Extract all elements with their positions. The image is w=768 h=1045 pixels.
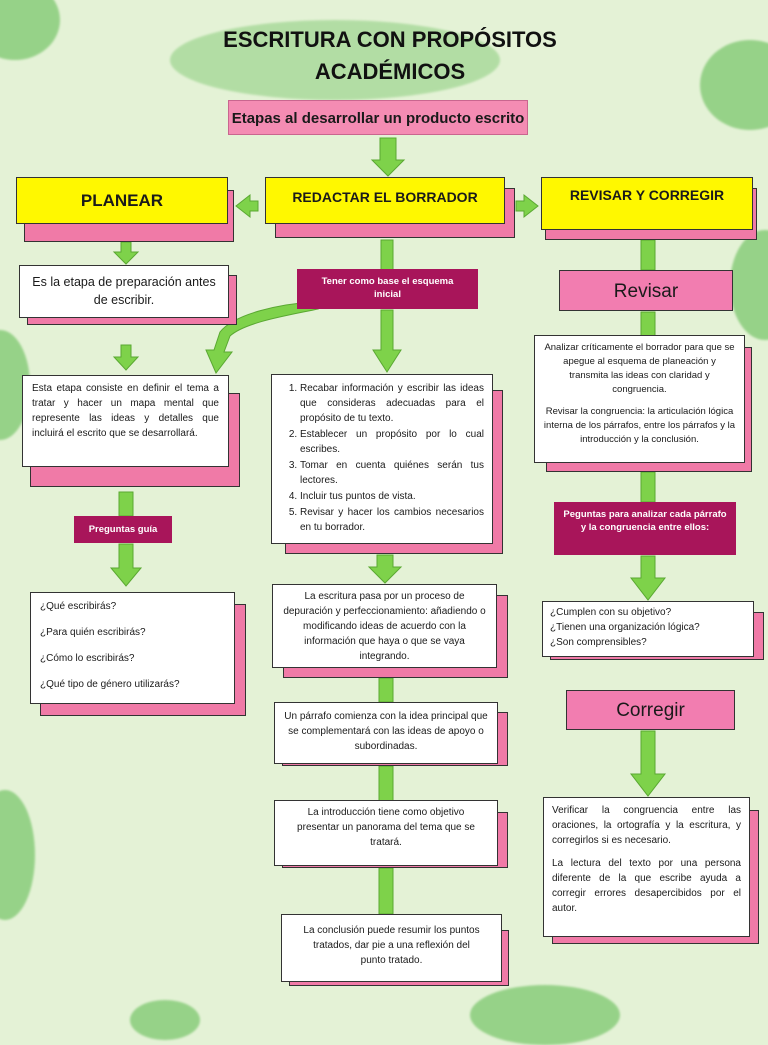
question-item: ¿Cumplen con su objetivo? <box>550 607 672 618</box>
down-arrow <box>629 730 667 797</box>
decor-blob <box>170 20 500 100</box>
redactar-header: REDACTAR EL BORRADOR <box>265 177 505 224</box>
question-item: ¿Para quién escribirás? <box>40 627 146 638</box>
revisar-label: Revisar <box>559 270 733 311</box>
connector-line <box>640 239 656 271</box>
page-title: ESCRITURA CON PROPÓSITOS ACADÉMICOS <box>150 24 630 88</box>
question-item: ¿Son comprensibles? <box>550 637 647 648</box>
connector-arrows <box>109 137 667 915</box>
revisar-questions: ¿Cumplen con su objetivo? ¿Tienen una or… <box>542 601 754 657</box>
right-arrow <box>515 193 539 219</box>
redactar-process: La escritura pasa por un proceso de depu… <box>272 584 497 668</box>
redactar-steps: Recabar información y escribir las ideas… <box>271 374 493 544</box>
question-item: ¿Qué escribirás? <box>40 601 117 612</box>
connector-line <box>380 239 394 271</box>
corregir-paragraph-1: Verificar la congruencia entre las oraci… <box>552 805 741 846</box>
connector-line <box>640 311 656 337</box>
planear-header: PLANEAR <box>16 177 228 224</box>
down-arrow <box>109 543 143 587</box>
title-line-2: ACADÉMICOS <box>314 59 466 84</box>
revisar-header: REVISAR Y CORREGIR <box>541 177 753 230</box>
corregir-description: Verificar la congruencia entre las oraci… <box>543 797 750 937</box>
revisar-paragraph-1: Analizar críticamente el borrador para q… <box>544 342 735 395</box>
redactar-paragraph: Un párrafo comienza con la idea principa… <box>274 702 498 764</box>
curved-arrow <box>205 301 319 374</box>
left-arrow <box>235 193 259 219</box>
corregir-label: Corregir <box>566 690 735 730</box>
step-item: Tomar en cuenta quiénes serán tus lector… <box>300 458 484 488</box>
planear-intro: Es la etapa de preparación antes de escr… <box>19 265 229 318</box>
revisar-questions-label: Peguntas para analizar cada párrafo y la… <box>554 502 736 555</box>
planear-guide-label: Preguntas guía <box>74 516 172 543</box>
down-arrow <box>112 344 140 371</box>
redactar-conclusion: La conclusión puede resumir los puntos t… <box>281 914 502 982</box>
step-item: Revisar y hacer los cambios necesarios e… <box>300 505 484 535</box>
step-item: Recabar información y escribir las ideas… <box>300 381 484 426</box>
planear-detail: Esta etapa consiste en definir el tema a… <box>22 375 229 467</box>
down-arrow <box>367 554 403 584</box>
question-item: ¿Tienen una organización lógica? <box>550 622 700 633</box>
question-item: ¿Qué tipo de género utilizarás? <box>40 679 180 690</box>
question-item: ¿Cómo lo escribirás? <box>40 653 135 664</box>
connector-line <box>378 677 394 703</box>
revisar-paragraph-2: Revisar la congruencia: la articulación … <box>543 406 736 445</box>
connector-line <box>640 471 656 503</box>
title-line-1: ESCRITURA CON PROPÓSITOS <box>223 27 557 52</box>
corregir-paragraph-2: La lectura del texto por una persona dif… <box>552 858 741 914</box>
connector-line <box>118 491 134 517</box>
revisar-description: Analizar críticamente el borrador para q… <box>534 335 745 463</box>
redactar-base-label: Tener como base el esquema inicial <box>297 269 478 309</box>
connector-line <box>378 867 394 915</box>
down-arrow <box>372 309 402 373</box>
planear-questions: ¿Qué escribirás? ¿Para quién escribirás?… <box>30 592 235 704</box>
redactar-introduction: La introducción tiene como objetivo pres… <box>274 800 498 866</box>
down-arrow <box>112 241 140 265</box>
subtitle-box: Etapas al desarrollar un producto escrit… <box>228 100 528 135</box>
connector-line <box>378 765 394 803</box>
down-arrow <box>629 555 667 601</box>
step-item: Incluir tus puntos de vista. <box>300 489 484 504</box>
step-item: Establecer un propósito por lo cual escr… <box>300 427 484 457</box>
down-arrow <box>370 137 406 177</box>
